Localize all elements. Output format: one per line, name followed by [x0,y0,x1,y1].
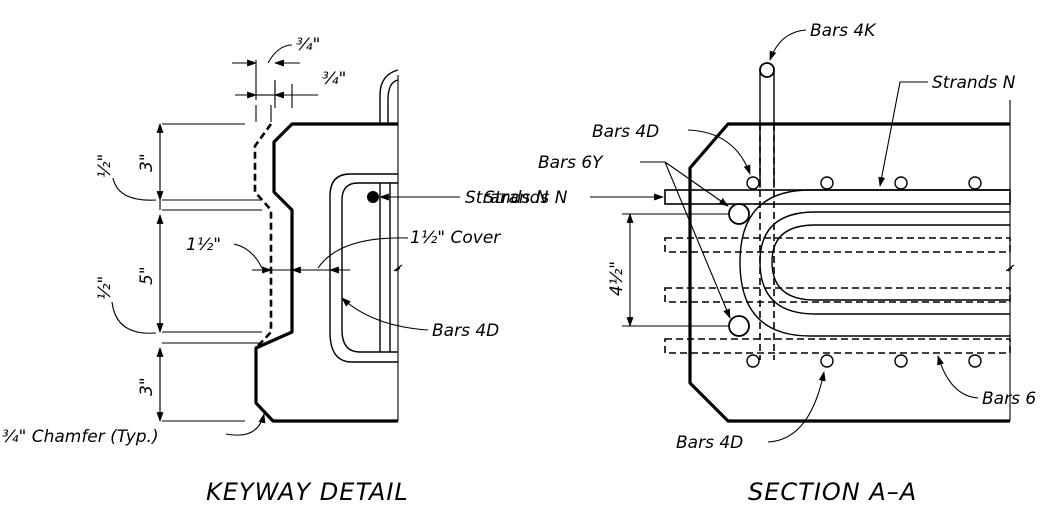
bars-4d-bot-label: Bars 4D [676,433,743,453]
section-title: SECTION A–A [748,478,917,506]
dim-5: 5" [137,266,157,285]
keyway-bar-4d-loop [329,173,398,363]
strands-n-label: Strands N [932,73,1016,93]
keyway-bar-4d-inner [341,182,398,353]
dim-half-bot: ½" [95,276,115,300]
dim-half-top: ½" [95,154,115,178]
bar-4k-ring [759,62,775,78]
bars-4d-top-label: Bars 4D [592,122,659,142]
keyway-outline [254,122,398,423]
bar-6y-innermost [771,224,1010,301]
bar-4d-top-1 [746,176,760,190]
strand-layer-top [664,189,1011,205]
bar-6y-bot-circle [728,315,750,337]
keyway-bar-4k [379,69,399,124]
section-a-a: Bars 4K Strands N Bars 4D Bars 6Y Strand… [484,21,1036,506]
strands-n-left-label: Strands N [484,188,568,208]
bar-6y-inner [759,211,1010,315]
strand-dash-3 [664,338,1011,354]
bars-4d-label: Bars 4D [432,321,499,341]
dim-1half: 1½" [186,235,221,255]
keyway-adjacent-dashed [253,123,273,349]
strand-dash-2 [664,287,1011,303]
section-outline [688,122,1010,423]
bars-6-cut-label: Bars 6 [982,389,1036,409]
dim-3-top: 3" [137,153,157,172]
cover-label: 1½" Cover [410,228,501,248]
bar-4d-bot-1 [746,354,760,368]
bar-4d-bot-4 [968,354,982,368]
section-break [1005,264,1015,272]
keyway-bar-4k-inner [387,79,399,124]
dim-4half: 4½" [607,261,627,296]
bar-4d-bot-2 [820,354,834,368]
chamfer-label: ¾" Chamfer (Typ.) [2,427,159,447]
bar-6y-top-circle [728,203,750,225]
bar-4d-bot-3 [894,354,908,368]
bar-4d-top-2 [820,176,834,190]
bar-4d-top-3 [894,176,908,190]
dim-top-a: ¾" [296,35,320,55]
bars-4k-label: Bars 4K [810,21,877,41]
bar-4d-top-4 [968,176,982,190]
keyway-detail: ¾" ¾" 3" 5" 3" ½" ½" 1½" [2,35,549,506]
break-mark [393,264,403,272]
bars-6y-label: Bars 6Y [538,153,604,173]
dim-top-b: ¾" [322,69,346,89]
strand-dash-1 [664,237,1011,253]
keyway-strand-dot [367,191,379,203]
strands-label: Strands N [465,188,549,208]
keyway-title: KEYWAY DETAIL [206,478,409,506]
dim-3-bot: 3" [137,377,157,396]
bar-6y-outer [739,189,1010,337]
